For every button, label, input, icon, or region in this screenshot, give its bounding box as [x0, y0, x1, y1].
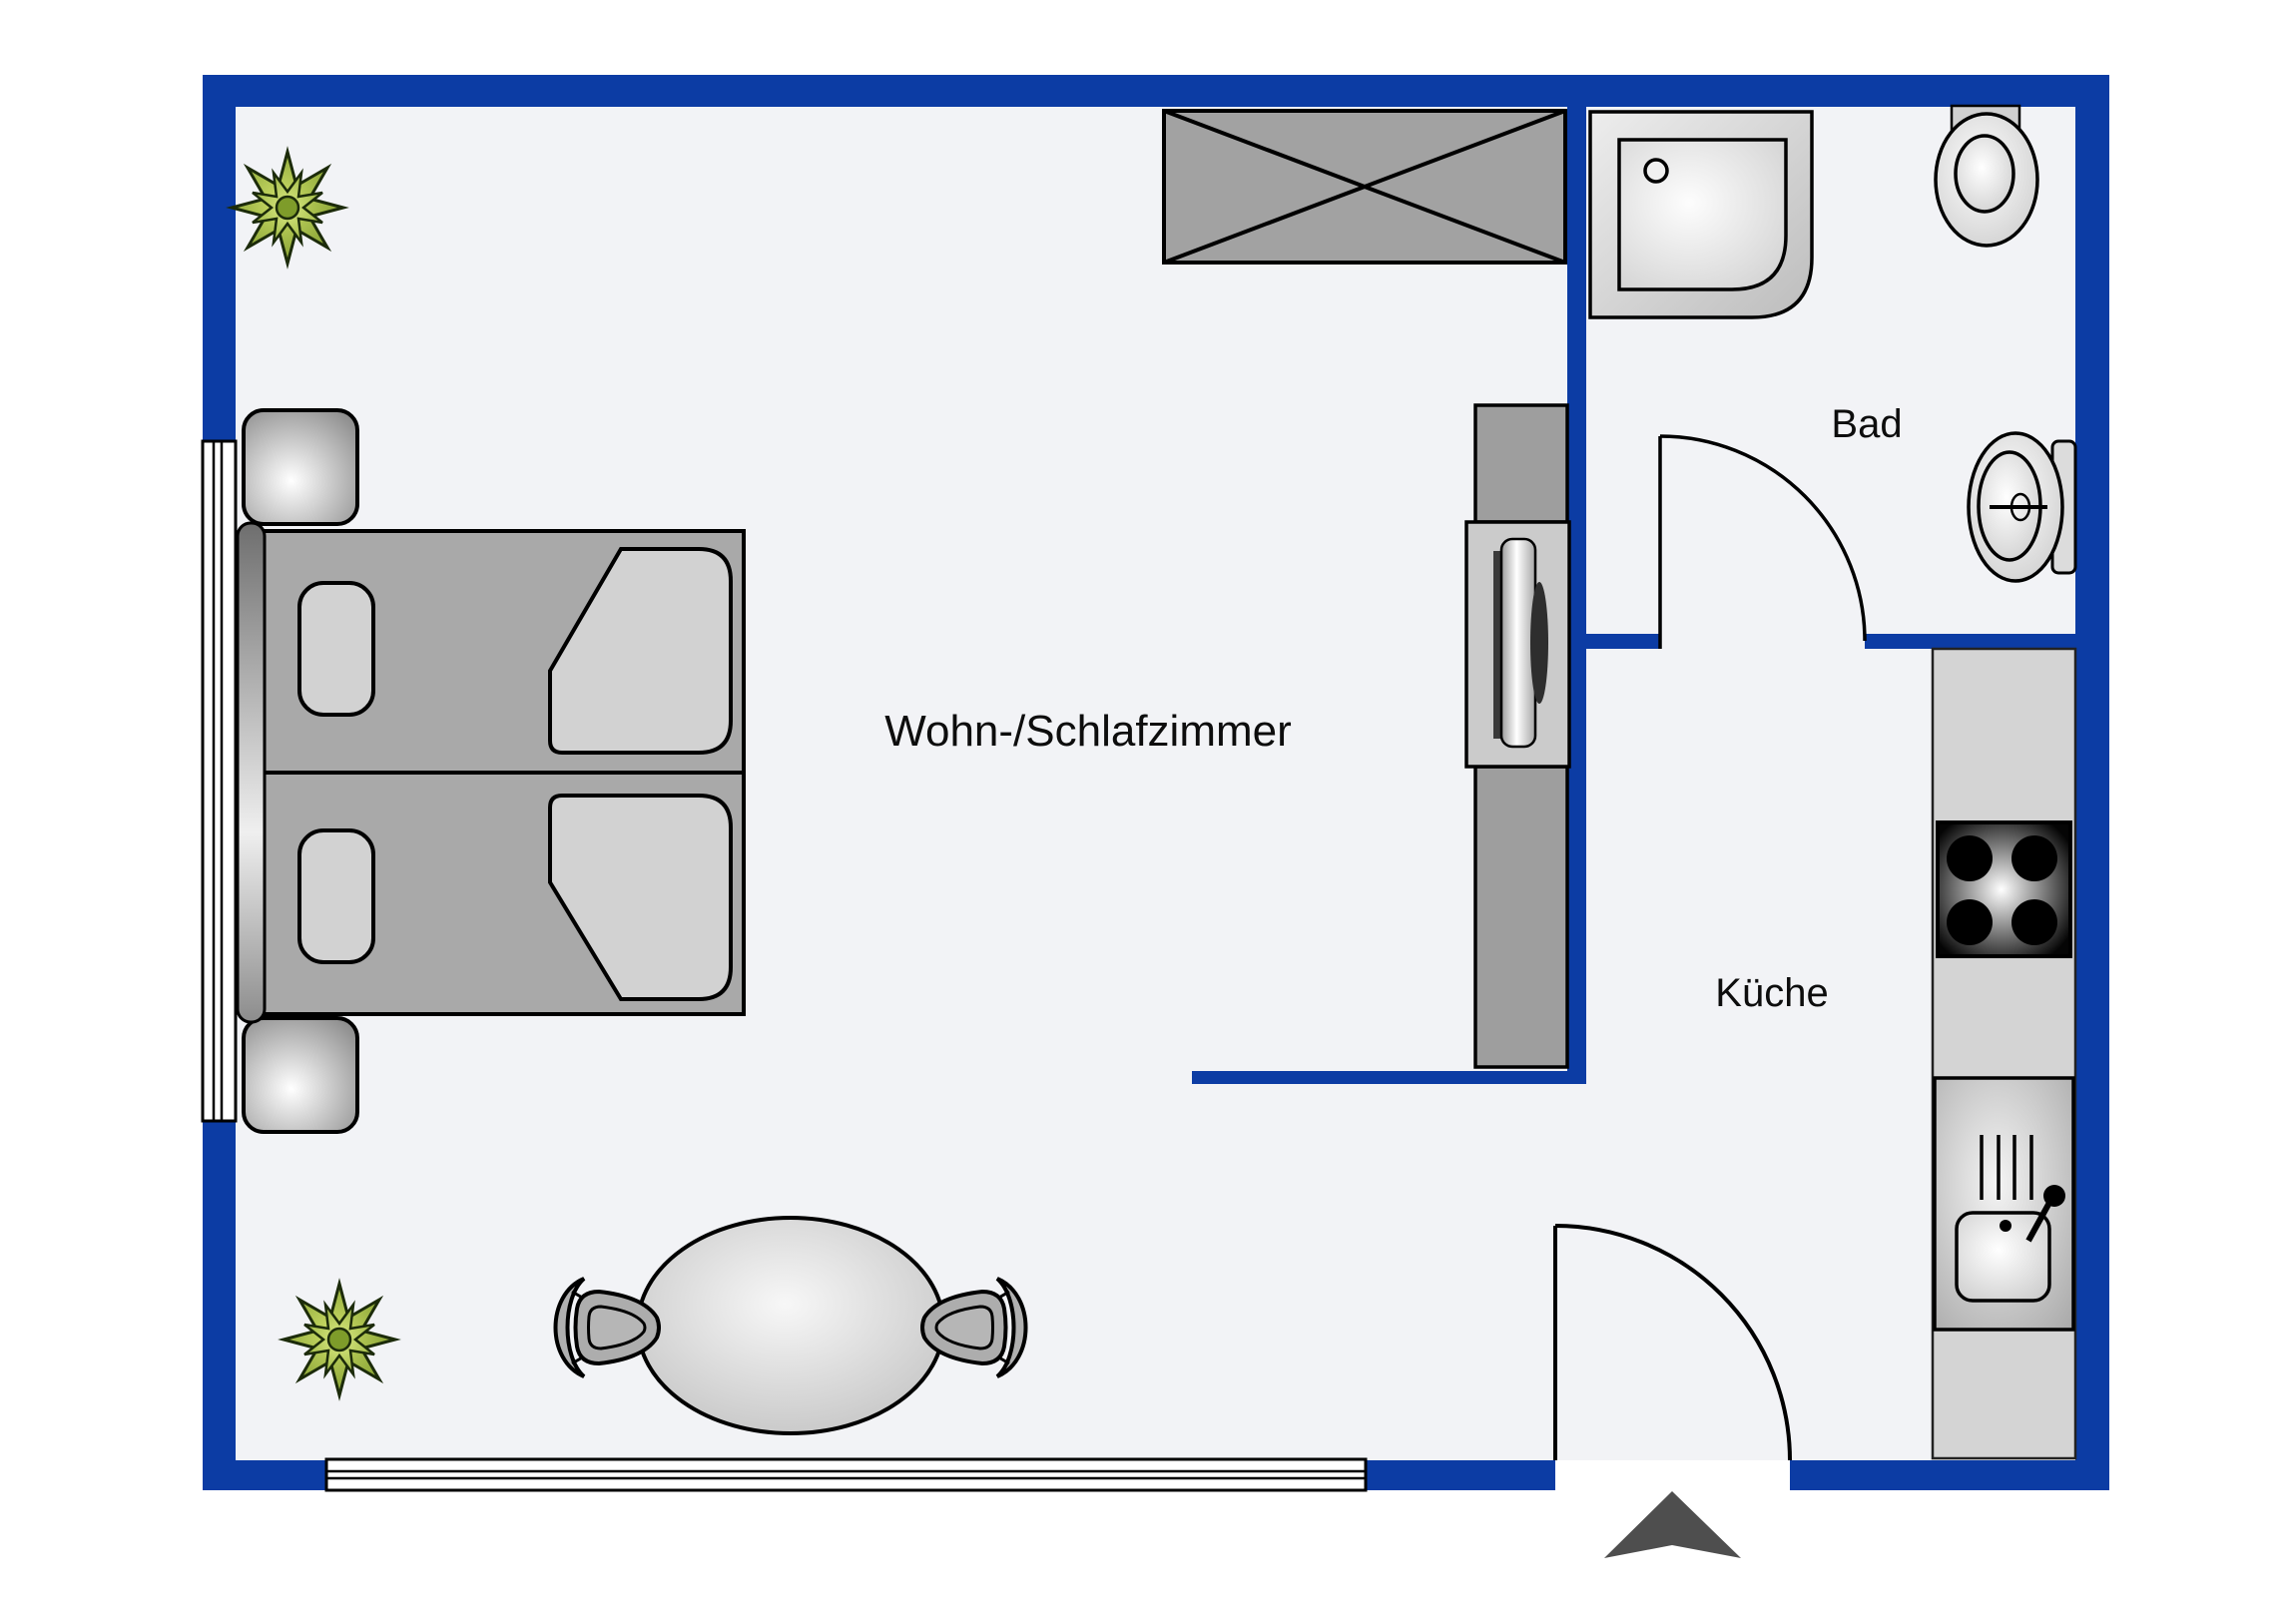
wardrobe-diagonal-2	[1163, 109, 1566, 265]
wardrobe	[1162, 109, 1567, 265]
room-label-bath: Bad	[1831, 402, 1902, 446]
kitchen-block	[1931, 647, 2077, 1460]
faucet-lever	[2025, 1199, 2053, 1243]
plant-top-left	[230, 150, 345, 266]
doors	[1553, 434, 1867, 1461]
window-bottom	[324, 1457, 1368, 1492]
toilet	[1934, 104, 2039, 248]
wall-top	[203, 75, 2109, 107]
tv-sideboard	[1464, 403, 1571, 1069]
stove	[1936, 820, 2072, 958]
toilet-bowl-inner	[1954, 134, 2015, 214]
room-label-living: Wohn-/Schlafzimmer	[884, 707, 1292, 756]
pillow-bottom	[297, 828, 375, 964]
sink-basin	[1955, 1211, 2051, 1303]
dining-group	[553, 1216, 1028, 1435]
tv-screen	[1499, 537, 1537, 749]
sideboard-column-bottom	[1473, 765, 1569, 1069]
plant-bottom-left	[282, 1282, 397, 1397]
tv-stand	[1530, 582, 1548, 704]
washbasin	[1967, 431, 2077, 583]
dining-table	[636, 1216, 945, 1435]
burner	[2011, 899, 2057, 945]
shower	[1588, 110, 1814, 319]
wall-partition-vertical	[1567, 107, 1586, 1084]
sink-drain	[2000, 1220, 2011, 1232]
burner	[1947, 899, 1993, 945]
pillow-top	[297, 581, 375, 717]
bed-headboard	[236, 521, 267, 1024]
windows	[201, 439, 1368, 1492]
sideboard-column-top	[1473, 403, 1569, 524]
wall-right	[2075, 75, 2109, 1490]
wall-bath-bottom-left	[1586, 634, 1660, 649]
wall-bottom-left	[203, 1460, 326, 1490]
wall-stub-horizontal	[1192, 1071, 1586, 1084]
burner	[1947, 835, 1993, 881]
entrance-door-swing	[1553, 1224, 1792, 1461]
burner	[2011, 835, 2057, 881]
washbasin-faucet	[2009, 492, 2031, 522]
wall-bottom-right	[1790, 1460, 2109, 1490]
faucet-knob	[2043, 1185, 2065, 1207]
shower-drain	[1643, 158, 1669, 184]
kitchen-sink	[1933, 1076, 2075, 1332]
wall-bottom-middle	[1366, 1460, 1555, 1490]
room-label-kitchen: Küche	[1715, 971, 1828, 1015]
wall-left-upper	[203, 75, 236, 441]
kitchen-counter	[1931, 647, 2077, 1460]
window-left	[201, 439, 238, 1123]
walls	[203, 75, 2109, 1490]
nightstand-top	[242, 408, 359, 526]
north-arrow-icon	[1604, 1491, 1741, 1558]
bed-group	[236, 408, 746, 1134]
wall-bath-bottom-right	[1865, 634, 2075, 649]
bathroom-door-swing	[1658, 434, 1867, 649]
wall-left-lower	[203, 1121, 236, 1490]
blanket-bottom	[548, 794, 733, 1001]
nightstand-bottom	[242, 1016, 359, 1134]
blanket-top	[548, 547, 733, 755]
bathroom-fixtures	[1588, 104, 2077, 583]
